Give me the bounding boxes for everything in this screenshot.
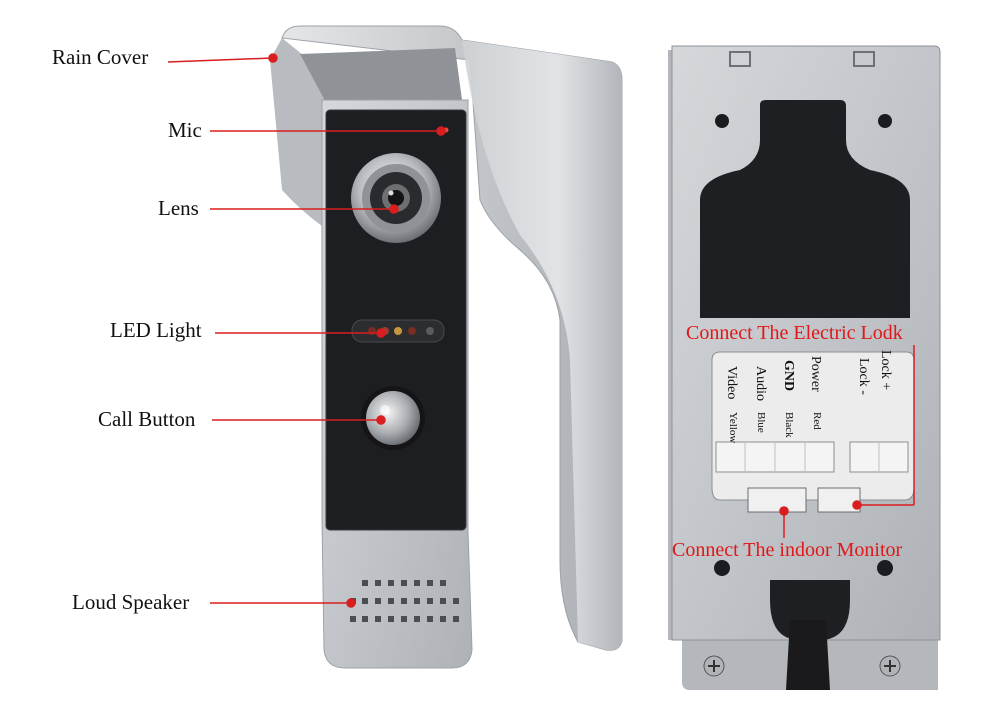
terminal-audio: Audio [753, 366, 768, 401]
terminal-red: Red [811, 412, 823, 430]
label-rain-cover: Rain Cover [52, 45, 149, 69]
terminal-gnd: GND [781, 360, 796, 391]
front-unit [270, 25, 623, 669]
call-button-graphic [361, 386, 425, 450]
label-connect-monitor: Connect The indoor Monitor [672, 539, 903, 561]
label-led-light: LED Light [110, 318, 202, 342]
terminal-lock-plus: Lock + [878, 350, 893, 390]
terminal-blue: Blue [755, 412, 767, 433]
label-loud-speaker: Loud Speaker [72, 590, 190, 614]
terminal-video: Video [724, 366, 739, 399]
terminal-lock-minus: Lock - [856, 358, 871, 395]
led-strip [351, 319, 445, 343]
label-connect-lock: Connect The Electric Lodk [686, 322, 903, 344]
leader-lines [167, 53, 915, 608]
mounting-recess [700, 100, 910, 318]
label-call-button: Call Button [98, 407, 196, 431]
back-unit [668, 45, 941, 690]
label-lens: Lens [158, 196, 199, 220]
lens [351, 153, 441, 243]
label-mic: Mic [168, 118, 202, 142]
speaker-grille [350, 580, 459, 622]
terminal-yellow: Yellow [727, 412, 739, 443]
terminal-black: Black [783, 412, 795, 438]
terminal-power: Power [808, 356, 823, 392]
